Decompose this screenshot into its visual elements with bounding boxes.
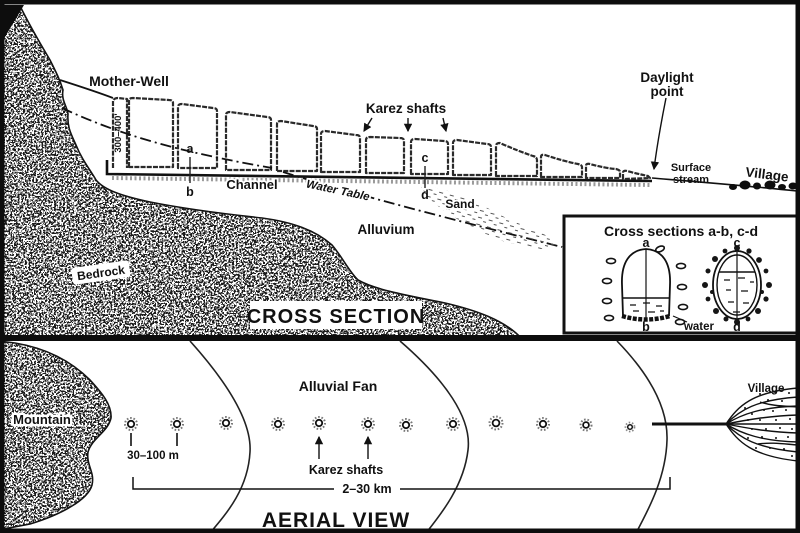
- fan-contours: [189, 340, 668, 533]
- panel-divider: [0, 335, 800, 341]
- karez-shafts-label: Karez shafts: [366, 101, 446, 116]
- cross-section-title: CROSS SECTION: [247, 301, 426, 329]
- svg-text:CROSS SECTION: CROSS SECTION: [247, 306, 426, 328]
- field-dots: [744, 391, 793, 457]
- surface-stream-label: Surface stream: [671, 162, 711, 186]
- aerial-shaft-holes: [124, 415, 636, 433]
- daylight-arrow: [650, 97, 667, 171]
- aerial-village-label: Village: [748, 383, 785, 395]
- mountain-peak-shadow: [2, 5, 24, 42]
- shaft-spacing: 30–100 m: [127, 433, 179, 462]
- surface-slope-line: [59, 79, 114, 99]
- inset-a-label: a: [643, 236, 651, 250]
- water-table-line: [61, 107, 563, 248]
- aerial-mountain: [0, 340, 112, 531]
- mother-well-shaft: [111, 96, 129, 168]
- inset-section-ab: a b: [601, 236, 689, 334]
- spacing-label: 30–100 m: [127, 450, 179, 462]
- daylight-point-label: Daylight point: [640, 70, 694, 99]
- svg-text:Bedrock: Bedrock: [76, 263, 126, 284]
- aerial-view-panel: 30–100 m Karez shafts 2–30 km: [0, 340, 799, 533]
- aerial-karez-label: Karez shafts: [309, 463, 383, 477]
- inset-section-cd: c d: [702, 236, 772, 334]
- water-dashes-cd: [724, 277, 754, 313]
- point-a-label: a: [187, 142, 195, 156]
- bedrock-label: Bedrock: [71, 260, 131, 285]
- svg-text:stream: stream: [673, 174, 709, 186]
- channel-label: Channel: [226, 177, 277, 192]
- alluvial-fan-label: Alluvial Fan: [299, 378, 378, 394]
- inset-c-label: c: [734, 236, 741, 250]
- cs-village-label: Village: [745, 164, 790, 184]
- inset-title: Cross sections a-b, c-d: [604, 223, 758, 239]
- depth-label: 300–400': [113, 113, 124, 152]
- village-delta: [652, 387, 799, 462]
- sand-deposit: [420, 184, 564, 249]
- mountain-label: Mountain: [13, 412, 71, 427]
- water-pointer-line: [672, 315, 688, 323]
- point-d-label: d: [421, 188, 429, 202]
- distance-scale: 2–30 km: [132, 477, 671, 496]
- spoil-mounds: [601, 245, 689, 326]
- svg-text:point: point: [651, 84, 684, 99]
- mother-well-label: Mother-Well: [89, 73, 169, 89]
- sand-label: Sand: [445, 197, 474, 211]
- inset-d-label: d: [733, 320, 741, 334]
- inset-box: Cross sections a-b, c-d: [562, 214, 799, 335]
- bedrock-mountain: [2, 5, 524, 340]
- inset-b-label: b: [642, 320, 650, 334]
- village-silhouette: [729, 180, 798, 190]
- inset-water-label: water: [683, 321, 715, 333]
- point-b-label: b: [186, 185, 194, 199]
- channel-tunnel: [105, 160, 653, 187]
- distance-label: 2–30 km: [342, 482, 391, 496]
- aerial-karez-shafts: Karez shafts: [309, 435, 383, 477]
- alluvium-label: Alluvium: [357, 222, 414, 237]
- svg-text:Surface: Surface: [671, 162, 711, 174]
- cs-pointers: [189, 97, 667, 188]
- cross-section-panel: Mother-Well 300–400' Karez shafts a b Ch…: [2, 5, 799, 340]
- svg-text:Daylight: Daylight: [640, 70, 694, 85]
- point-c-label: c: [422, 151, 429, 165]
- shaft-blocks: [127, 96, 652, 181]
